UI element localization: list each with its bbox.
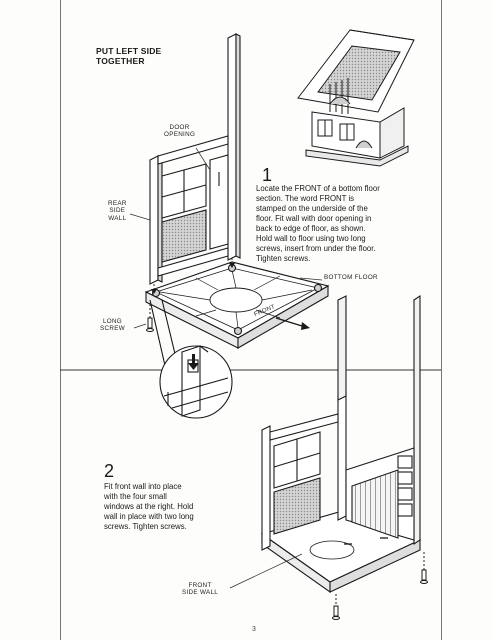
label-leaders [129,147,323,329]
long-screw-icon [146,304,154,332]
step-2-line: with the four small [104,492,167,501]
step-2-line: windows at the right. Hold [104,502,194,511]
page-edge-right [441,0,442,640]
step-2-line: screws. Tighten screws. [104,522,187,531]
bottom-floor [144,261,330,349]
step-1-line: stamped on the underside of the [256,204,368,213]
step-2-number: 2 [104,461,115,481]
long-screw-label: LONG SCREW [100,318,125,333]
rear-side-wall-label-line-3: WALL [108,214,127,222]
step2-screws [229,552,428,620]
rear-side-wall-label-line-2: SIDE [109,207,126,215]
step-2-line: wall in place with two long [104,512,194,521]
rear-side-wall [149,33,241,285]
rear-side-wall-label-line-1: REAR [108,200,127,207]
rear-side-wall-label: REAR SIDE WALL [108,200,127,222]
assembled-left-side [260,294,422,594]
heading-line-2: TOGETHER [96,56,145,66]
page-heading: PUT LEFT SIDE TOGETHER [96,46,161,66]
step-2-instructions: Fit front wall into place with the four … [104,482,194,532]
step-1-line: back to edge of floor, as shown. [256,224,366,233]
door-opening-label-line-2: OPENING [164,131,196,139]
step-1-number: 1 [262,165,273,185]
step-2-line: Fit front wall into place [104,482,182,491]
page-number: 3 [252,626,256,633]
bottom-floor-label: BOTTOM FLOOR [324,274,378,281]
door-opening-label: DOOR OPENING [164,124,195,139]
front-side-wall-label-line-2: SIDE WALL [182,589,219,597]
detail-down-arrow [188,354,199,370]
front-direction-arrow [275,317,310,330]
alignment-arrows [151,258,235,294]
step-1-instructions: Locate the FRONT of a bottom floor secti… [256,184,380,264]
step-1-line: floor. Fit wall with door opening in [256,214,372,223]
step-1-line: Locate the FRONT of a bottom floor [256,184,380,193]
long-screw-label-line-2: SCREW [100,325,125,333]
step-1-line: section. The word FRONT is [256,194,355,203]
page-edge-left [60,0,61,640]
step-1-line: Hold wall to floor using two long [256,234,366,243]
front-side-wall-label-line-1: FRONT [188,582,212,589]
door-opening-label-line-1: DOOR [169,124,190,131]
bottom-floor-label-text: BOTTOM FLOOR [324,274,378,281]
step2-alignment-marks [344,537,388,545]
front-side-wall-label: FRONT SIDE WALL [182,582,218,597]
step-1-line: Tighten screws. [256,254,311,263]
step-1-line: screws, insert from under the floor. [256,244,376,253]
heading-line-1: PUT LEFT SIDE [96,46,162,56]
finished-house-icon [297,29,415,167]
long-screw-label-line-1: LONG [102,318,122,325]
